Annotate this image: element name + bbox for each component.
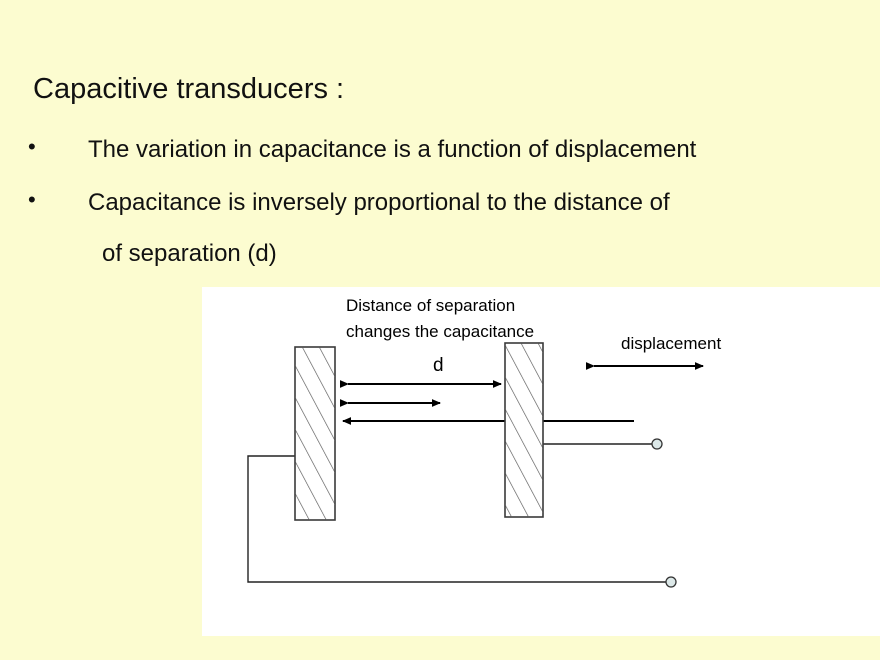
diagram-panel-background-extension bbox=[672, 287, 880, 627]
bullet-marker-icon: • bbox=[28, 134, 36, 159]
bullet-text-2: Capacitance is inversely proportional to… bbox=[88, 189, 670, 216]
bullet-text-1: The variation in capacitance is a functi… bbox=[88, 136, 697, 163]
movable-plate-right bbox=[504, 342, 544, 518]
bullet-marker-icon: • bbox=[28, 187, 36, 212]
separation-label-d: d bbox=[433, 355, 444, 376]
diagram-caption-line-2: changes the capacitance bbox=[346, 322, 534, 341]
capacitor-diagram: Distance of separation changes the capac… bbox=[247, 296, 721, 588]
page-title: Capacitive transducers : bbox=[33, 73, 345, 105]
displacement-label: displacement bbox=[621, 334, 721, 353]
terminal-bottom bbox=[665, 576, 677, 588]
bottom-circuit-wire bbox=[247, 455, 671, 583]
bullet-text-2-continuation: of separation (d) bbox=[102, 240, 277, 267]
diagram-caption-line-1: Distance of separation bbox=[346, 296, 515, 315]
fixed-plate-left bbox=[294, 346, 336, 521]
terminal-top bbox=[651, 438, 663, 450]
